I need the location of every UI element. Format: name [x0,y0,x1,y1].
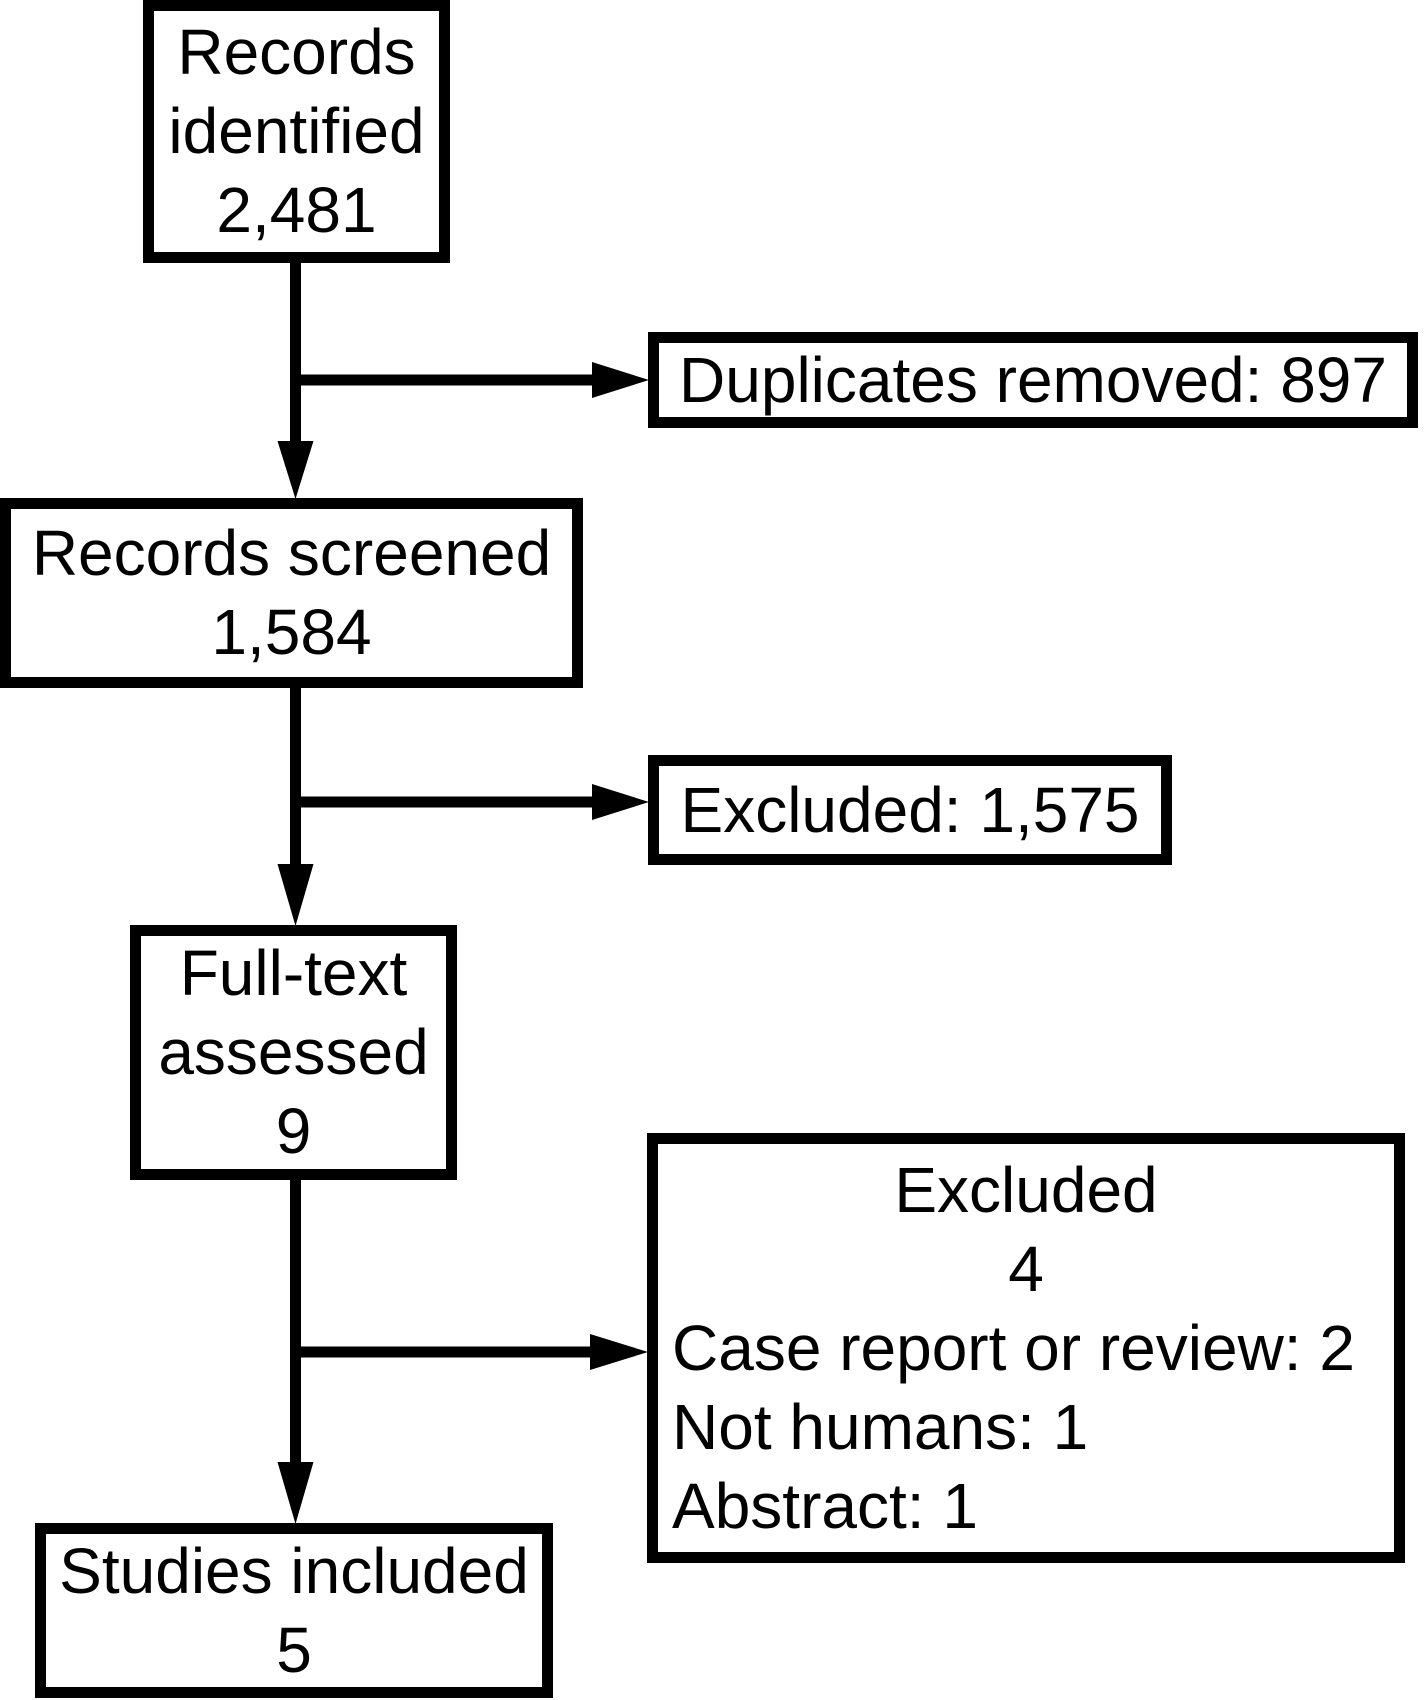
flowchart-box-records-screened: Records screened 1,584 [0,498,583,688]
box-text-line: Records [177,16,416,88]
box-count: 9 [275,1095,312,1167]
box-count: 2,481 [216,174,377,246]
box-count: 5 [276,1613,312,1686]
box-text-line: Full-text [179,937,408,1009]
arrow-head-down-icon [277,1462,314,1524]
exclusion-reason: Abstract: 1 [672,1469,978,1542]
box-title: Excluded [894,1153,1158,1226]
box-text-line: Records screened [31,517,552,589]
flowchart-box-excluded-fulltext: Excluded 4 Case report or review: 2 Not … [647,1133,1405,1563]
box-text-line: Excluded: 1,575 [680,773,1140,846]
connector-fulltext-to-studies [277,1175,314,1524]
box-text-line: assessed [158,1016,429,1088]
arrow-head-right-icon [592,362,649,398]
box-text-line: Studies included [59,1534,529,1607]
box-text-line: identified [168,95,425,167]
box-count: 4 [1008,1232,1044,1305]
flowchart-box-fulltext-assessed: Full-text assessed 9 [130,925,457,1180]
connector-branch-duplicates [291,362,649,398]
flowchart-box-records-identified: Records identified 2,481 [143,0,450,263]
connector-branch-excluded-fulltext [291,1334,648,1370]
arrow-head-right-icon [592,784,649,820]
connector-identified-to-screened [277,258,314,499]
arrow-head-down-icon [277,441,314,499]
arrow-head-down-icon [277,864,314,926]
flowchart-box-studies-included: Studies included 5 [35,1523,553,1698]
connector-screened-to-fulltext [277,683,314,926]
box-count: 1,584 [211,596,372,668]
exclusion-reason: Case report or review: 2 [672,1311,1355,1384]
flowchart-box-excluded-screening: Excluded: 1,575 [648,755,1172,865]
box-text-line: Duplicates removed: 897 [679,343,1387,416]
flowchart-box-duplicates-removed: Duplicates removed: 897 [648,332,1418,428]
exclusion-reason: Not humans: 1 [672,1390,1089,1463]
arrow-head-right-icon [590,1334,648,1370]
connector-branch-excluded-screening [291,784,649,820]
